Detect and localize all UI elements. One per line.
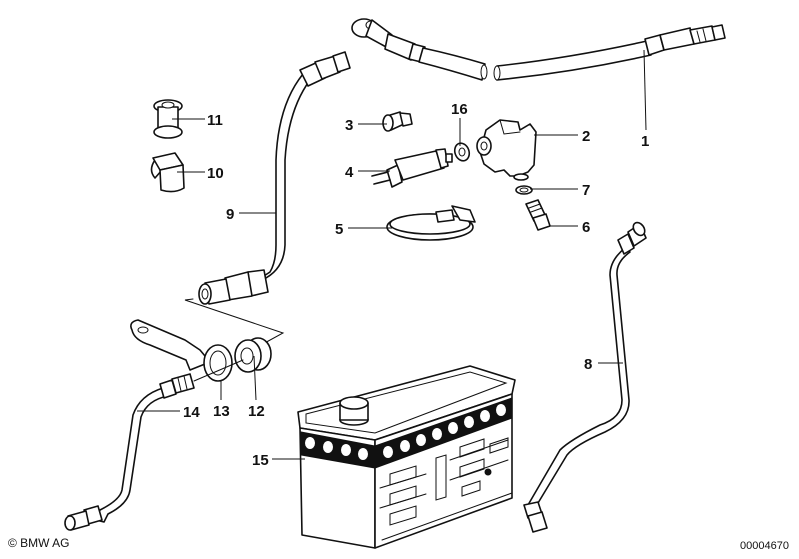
copyright-label: © BMW AG bbox=[8, 536, 70, 550]
callout-numbers: 1 2 3 4 5 6 7 8 9 10 11 12 13 14 15 16 bbox=[183, 101, 649, 469]
callout-9[interactable]: 9 bbox=[226, 206, 234, 223]
part-14-brake-pipe[interactable] bbox=[64, 359, 244, 531]
part-7-gasket[interactable] bbox=[515, 185, 533, 195]
callout-11[interactable]: 11 bbox=[207, 112, 223, 129]
part-1-brake-hose[interactable] bbox=[351, 18, 726, 81]
callout-10[interactable]: 10 bbox=[207, 165, 224, 182]
part-4-switch[interactable] bbox=[371, 148, 453, 188]
callout-8[interactable]: 8 bbox=[584, 356, 592, 373]
part-2-distribution-piece[interactable] bbox=[476, 119, 537, 181]
part-9-brake-hose[interactable] bbox=[184, 51, 351, 346]
callout-16[interactable]: 16 bbox=[451, 101, 468, 118]
callout-5[interactable]: 5 bbox=[335, 221, 343, 238]
diagram-number: 00004670 bbox=[740, 540, 789, 552]
part-13-washer-bracket[interactable] bbox=[130, 319, 233, 382]
callout-1[interactable]: 1 bbox=[641, 133, 649, 150]
callout-14[interactable]: 14 bbox=[183, 404, 200, 421]
callout-4[interactable]: 4 bbox=[345, 164, 354, 181]
callout-3[interactable]: 3 bbox=[345, 117, 353, 134]
part-8-brake-pipe[interactable] bbox=[523, 220, 647, 533]
part-5-hose-clamp[interactable] bbox=[386, 205, 476, 241]
part-12-nut[interactable] bbox=[234, 337, 272, 373]
callout-leaders bbox=[137, 49, 647, 460]
callout-7[interactable]: 7 bbox=[582, 182, 590, 199]
callout-13[interactable]: 13 bbox=[213, 403, 230, 420]
part-6-banjo-bolt[interactable] bbox=[525, 199, 551, 231]
callout-6[interactable]: 6 bbox=[582, 219, 590, 236]
part-11-grommet[interactable] bbox=[153, 99, 183, 139]
callout-12[interactable]: 12 bbox=[248, 403, 265, 420]
part-3-screw-plug[interactable] bbox=[382, 111, 413, 132]
part-15-battery[interactable] bbox=[297, 365, 516, 549]
callout-15[interactable]: 15 bbox=[252, 452, 269, 469]
callout-2[interactable]: 2 bbox=[582, 128, 590, 145]
part-16-washer[interactable] bbox=[452, 141, 471, 163]
